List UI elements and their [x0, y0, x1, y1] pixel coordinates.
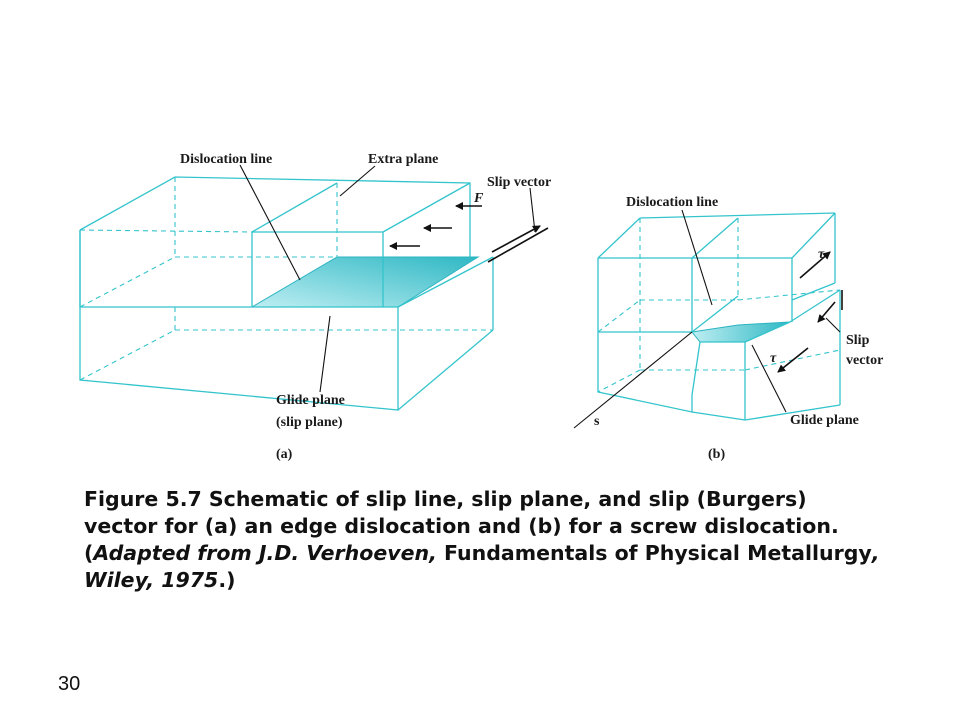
label-extra-plane: Extra plane	[368, 152, 438, 167]
panel-label-a: (a)	[276, 447, 293, 462]
glide-plane-b	[691, 321, 791, 343]
caption-text-2: Fundamentals of Physical Metallurgy	[436, 541, 872, 565]
caption-text-1: Figure 5.7 Schematic of slip line, slip …	[84, 487, 839, 565]
label-tau-top: τ	[818, 247, 825, 262]
label-tau-bottom: τ	[770, 351, 777, 366]
label-dislocation-line-a: Dislocation line	[180, 152, 272, 167]
label-slip-b: Slip	[846, 333, 870, 348]
label-slip-plane: (slip plane)	[276, 415, 343, 430]
page-number: 30	[58, 673, 81, 695]
label-s: s	[594, 414, 600, 429]
glide-plane-a	[250, 256, 480, 308]
panel-label-b: (b)	[708, 447, 725, 462]
label-vector-b: vector	[846, 353, 883, 368]
figure-caption: Figure 5.7 Schematic of slip line, slip …	[84, 486, 884, 594]
label-force: F	[473, 191, 484, 206]
crystal-block-b	[597, 212, 841, 421]
label-glide-plane-b: Glide plane	[790, 413, 859, 428]
upper-crystal-block-a	[79, 176, 471, 307]
dislocation-figure: Dislocation line Extra plane Slip vector…	[79, 152, 883, 462]
label-dislocation-line-b: Dislocation line	[626, 195, 718, 210]
label-slip-vector-a: Slip vector	[487, 175, 551, 190]
label-glide-plane-a: Glide plane	[276, 393, 345, 408]
caption-italic-2: , Wiley, 1975	[84, 541, 880, 592]
panel-a-edge-dislocation: Dislocation line Extra plane Slip vector…	[79, 152, 551, 462]
caption-text-3: .)	[218, 568, 236, 592]
caption-italic-1: Adapted from J.D. Verhoeven,	[93, 541, 437, 565]
panel-b-screw-dislocation: Dislocation line τ τ Slip vector s Glide…	[573, 195, 883, 462]
